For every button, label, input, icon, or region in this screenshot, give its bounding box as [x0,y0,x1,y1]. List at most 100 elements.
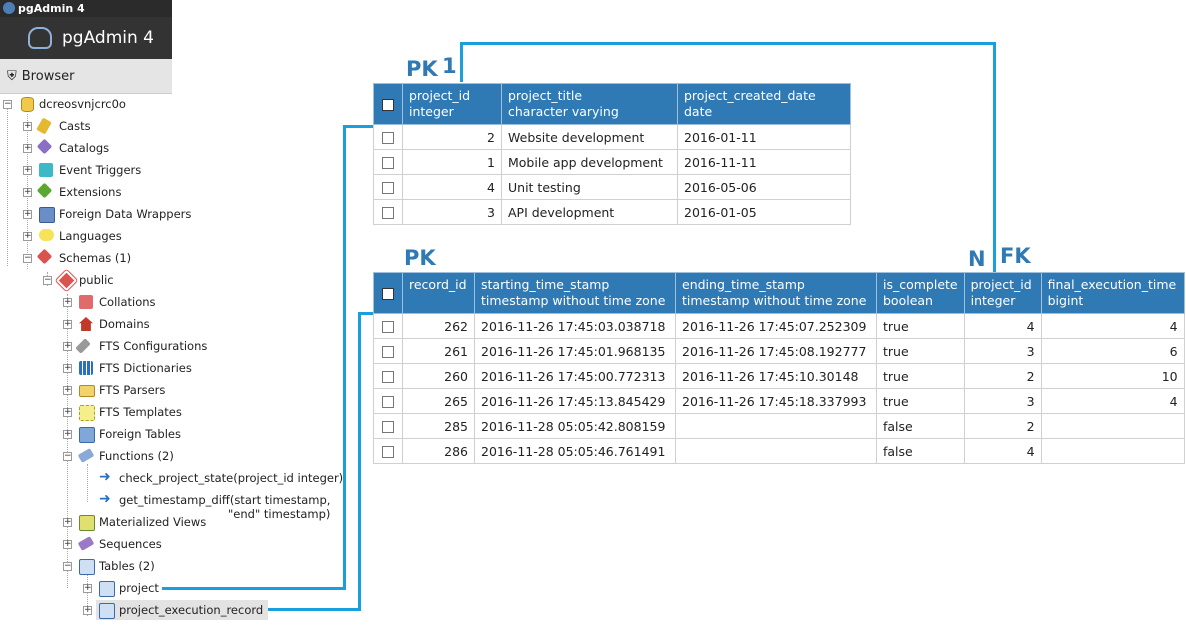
expand-toggle[interactable]: + [63,407,72,417]
table-cell[interactable]: 286 [402,438,475,464]
table-cell[interactable]: 260 [402,363,475,389]
row-checkbox[interactable] [382,321,394,333]
table-cell[interactable] [1040,438,1185,464]
tree-item-foreign-tables[interactable]: + Foreign Tables [0,424,220,444]
table-row[interactable]: 3 API development 2016-01-05 [373,199,851,225]
table-cell[interactable]: 2016-11-11 [677,149,851,175]
table-cell[interactable]: 2016-01-11 [677,124,851,150]
expand-toggle[interactable]: + [23,209,32,219]
tree-item-schemas[interactable]: − Schemas (1) [0,248,200,268]
table-cell[interactable]: 2 [402,124,502,150]
select-all-checkbox[interactable] [382,287,394,300]
row-checkbox[interactable] [382,182,394,194]
table-row[interactable]: 260 2016-11-26 17:45:00.772313 2016-11-2… [373,363,1185,389]
row-checkbox[interactable] [382,371,394,383]
tree-item-event-triggers[interactable]: + Event Triggers [0,160,200,180]
row-checkbox[interactable] [382,446,394,458]
collapse-toggle[interactable]: − [63,451,72,461]
collapse-toggle[interactable]: − [3,99,12,109]
expand-toggle[interactable]: + [63,385,72,395]
expand-toggle[interactable]: + [23,231,32,241]
table-cell[interactable]: 4 [1040,388,1185,414]
table-row[interactable]: 286 2016-11-28 05:05:46.761491 false 4 [373,438,1185,464]
table-cell[interactable]: 6 [1040,338,1185,364]
table-cell[interactable] [675,413,877,439]
expand-toggle[interactable]: + [83,583,92,593]
tree-item-foreign-data-wrappers[interactable]: + Foreign Data Wrappers [0,204,200,224]
table-cell[interactable]: false [876,438,965,464]
tree-function-get-timestamp-diff[interactable]: ➜ get_timestamp_diff(start timestamp, "e… [0,490,360,526]
table-cell[interactable]: true [876,338,965,364]
expand-toggle[interactable]: + [63,539,72,549]
expand-toggle[interactable]: + [63,363,72,373]
table-cell[interactable]: 2016-11-26 17:45:13.845429 [474,388,676,414]
row-checkbox[interactable] [382,132,394,144]
table-row[interactable]: 1 Mobile app development 2016-11-11 [373,149,851,175]
table-cell[interactable]: 2016-11-26 17:45:18.337993 [675,388,877,414]
table-cell[interactable]: 2016-01-05 [677,199,851,225]
expand-toggle[interactable]: + [23,121,32,131]
table-cell[interactable]: 2016-05-06 [677,174,851,200]
row-checkbox[interactable] [382,157,394,169]
tree-item-tables[interactable]: − Tables (2) [0,556,220,576]
row-checkbox[interactable] [382,207,394,219]
table-cell[interactable]: 261 [402,338,475,364]
expand-toggle[interactable]: + [23,165,32,175]
collapse-toggle[interactable]: − [43,275,52,285]
table-cell[interactable]: 2016-11-26 17:45:07.252309 [675,313,877,339]
tree-schema-public[interactable]: − public [0,269,200,292]
expand-toggle[interactable]: + [83,605,92,615]
table-cell[interactable]: false [876,413,965,439]
table-cell[interactable]: 4 [963,313,1042,339]
table-cell[interactable]: 1 [402,149,502,175]
column-header[interactable]: record_id [402,272,475,314]
tree-item-collations[interactable]: + Collations [0,292,220,312]
tree-item-fts-templates[interactable]: + FTS Templates [0,402,220,422]
tree-item-languages[interactable]: + Languages [0,226,200,246]
expand-toggle[interactable]: + [23,187,32,197]
tree-table-project-execution-record[interactable]: + project_execution_record [0,600,270,620]
expand-toggle[interactable]: + [63,319,72,329]
row-checkbox[interactable] [382,346,394,358]
table-row[interactable]: 265 2016-11-26 17:45:13.845429 2016-11-2… [373,388,1185,414]
table-row[interactable]: 262 2016-11-26 17:45:03.038718 2016-11-2… [373,313,1185,339]
row-checkbox[interactable] [382,396,394,408]
table-cell[interactable]: 4 [1040,313,1185,339]
browser-panel-tab[interactable]: ⛨Browser [0,59,172,94]
table-cell[interactable]: 2016-11-26 17:45:00.772313 [474,363,676,389]
row-checkbox[interactable] [382,421,394,433]
table-cell[interactable] [1040,413,1185,439]
table-cell[interactable]: 285 [402,413,475,439]
table-cell[interactable]: 4 [963,438,1042,464]
table-cell[interactable]: 2 [963,413,1042,439]
expand-toggle[interactable]: + [63,517,72,527]
table-row[interactable]: 261 2016-11-26 17:45:01.968135 2016-11-2… [373,338,1185,364]
select-all-checkbox[interactable] [382,98,394,111]
table-cell[interactable]: true [876,363,965,389]
expand-toggle[interactable]: + [23,143,32,153]
tree-item-extensions[interactable]: + Extensions [0,182,200,202]
table-cell[interactable] [675,438,877,464]
table-cell[interactable]: 4 [402,174,502,200]
table-row[interactable]: 2 Website development 2016-01-11 [373,124,851,150]
tree-item-catalogs[interactable]: + Catalogs [0,138,200,158]
tree-item-fts-dictionaries[interactable]: + FTS Dictionaries [0,358,220,378]
table-cell[interactable]: 262 [402,313,475,339]
tree-item-fts-parsers[interactable]: + FTS Parsers [0,380,220,400]
table-cell[interactable]: 2 [963,363,1042,389]
expand-toggle[interactable]: + [63,341,72,351]
tree-item-sequences[interactable]: + Sequences [0,534,220,554]
table-cell[interactable]: true [876,313,965,339]
table-cell[interactable]: true [876,388,965,414]
table-cell[interactable]: Mobile app development [501,149,678,175]
table-cell[interactable]: 2016-11-28 05:05:46.761491 [474,438,676,464]
expand-toggle[interactable]: + [63,429,72,439]
table-cell[interactable]: Website development [501,124,678,150]
